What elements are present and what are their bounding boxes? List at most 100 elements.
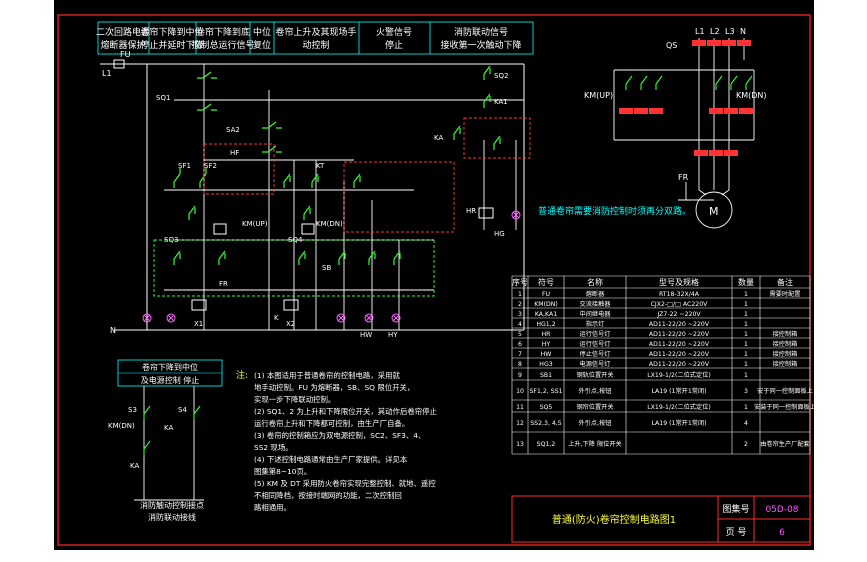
drawing-title: 普通(防火)卷帘控制电路图1 <box>552 513 676 526</box>
table-header-3: 型号及规格 <box>659 277 699 287</box>
header-cell-6-top: 消防联动信号 <box>454 26 508 38</box>
table-cell-r6-c0: 7 <box>518 351 522 358</box>
table-cell-r5-c0: 6 <box>518 341 522 348</box>
header-cell-2-bottom: 控制总运行信号 <box>191 39 254 51</box>
table-header-2: 名称 <box>587 277 603 287</box>
motor-symbol: M <box>709 205 719 218</box>
green-dashed-box <box>153 239 435 297</box>
table-cell-r1-c1: KM(DN) <box>534 301 558 308</box>
label-km-up: KM(UP) <box>242 220 268 228</box>
label-sa2: SA2 <box>226 126 240 134</box>
supply-line-label: L1 <box>102 69 112 78</box>
label-hg: HG <box>494 230 505 238</box>
schematic-svg: 二次回路电源 熔断器保护 卷帘下降到中位 停止并延时下降 卷帘下降到底 控制总运… <box>57 14 814 546</box>
table-header-0: 序号 <box>512 277 528 287</box>
label-fr: FR <box>219 280 228 288</box>
note-line-5: (3) 卷帘的控制箱应为双电源控制，SC2、SF3、4、 <box>254 431 425 440</box>
table-cell-r8-c0: 9 <box>518 372 522 379</box>
table-cell-r12-c1: SQ1,2 <box>537 441 556 448</box>
table-cell-r5-c5: 接控制箱 <box>773 340 798 348</box>
table-cell-r6-c2: 停止信号灯 <box>580 350 611 358</box>
table-header-1: 符号 <box>538 277 554 287</box>
phase-l2: L2 <box>710 27 720 36</box>
note-line-4: 运行卷帘上升和下降都可控制，由生产厂自备。 <box>254 419 409 428</box>
small-box-title-1: 卷帘下降到中位 <box>142 362 198 372</box>
coils <box>191 207 494 311</box>
note-line-9: (5) KM 及 DT 采用防火卷帘实现完整控制、就地、遥控 <box>254 479 436 488</box>
header-cells: 二次回路电源 熔断器保护 卷帘下降到中位 停止并延时下降 卷帘下降到底 控制总运… <box>96 21 534 55</box>
label-hw: HW <box>360 331 372 339</box>
table-cell-r2-c1: KA,KA1 <box>535 311 557 318</box>
header-cell-0-bottom: 熔断器保护 <box>100 39 145 51</box>
table-cell-r3-c1: HG1,2 <box>536 321 555 328</box>
table-cell-r7-c3: AD11-22/20 ~220V <box>649 361 710 368</box>
header-box <box>97 21 534 55</box>
notes-label: 注: <box>236 369 248 381</box>
motor-qs: QS <box>666 41 677 50</box>
atlas-label: 图集号 <box>722 503 749 515</box>
label-x1: X1 <box>194 320 203 328</box>
table-cell-r6-c1: HW <box>541 351 552 358</box>
motor-kmup: KM(UP) <box>584 91 613 100</box>
note-line-7: (4) 下述控制电路通常由生产厂家提供。详见本 <box>254 455 408 464</box>
label-sq3: SQ3 <box>164 236 178 244</box>
table-cell-r0-c5: 需要时配置 <box>770 290 801 298</box>
header-cell-4-top: 卷帘上升及其现场手 <box>275 26 356 38</box>
table-cell-r8-c1: SB1 <box>540 372 552 379</box>
table-cell-r10-c0: 11 <box>516 404 524 411</box>
table-cell-r0-c3: RT18-32X/4A <box>659 291 700 298</box>
label-sb: SB <box>322 264 331 272</box>
label-x2: X2 <box>286 320 295 328</box>
small-box-caption-1: 消防触动控制接点 <box>140 500 204 510</box>
small-label-ka2: KA <box>130 462 139 470</box>
motor-kmdn: KM(DN) <box>736 91 767 100</box>
table-cell-r11-c3: LA19 (1常开1常闭) <box>651 419 706 427</box>
label-hy: HY <box>388 331 398 339</box>
motor-fr: FR <box>678 173 689 182</box>
header-cell-6-bottom: 接收第一次触动下降 <box>440 39 521 51</box>
label-hf: HF <box>230 149 239 157</box>
table-cell-r6-c3: AD11-22/20 ~220V <box>649 351 710 358</box>
page-label: 页 号 <box>726 527 747 538</box>
table-cell-r10-c1: SQ5 <box>540 404 553 411</box>
label-sq2: SQ2 <box>494 72 508 80</box>
header-cell-0-top: 二次回路电源 <box>96 26 150 38</box>
table-cell-r7-c1: HG3 <box>539 361 552 368</box>
small-control-box: 卷帘下降到中位 及电源控制 停止 S3 S4 KM(DN) KA KA 消防触动… <box>108 359 223 522</box>
table-cell-r9-c1: SF1,2, SS1 <box>529 388 562 395</box>
table-cell-r4-c3: AD11-22/20 ~220V <box>649 331 710 338</box>
table-cell-r11-c2: 外引点,按钮 <box>579 419 612 427</box>
drawing-canvas: 二次回路电源 熔断器保护 卷帘下降到中位 停止并延时下降 卷帘下降到底 控制总运… <box>54 0 814 550</box>
table-cell-r5-c4: 1 <box>744 341 748 348</box>
label-sf2: SF2 <box>204 162 217 170</box>
phase-n: N <box>740 27 746 36</box>
table-cell-r8-c3: LX19-1/2(二位式定位) <box>647 371 711 379</box>
label-sq4: SQ4 <box>288 236 303 244</box>
label-sa1: SQ1 <box>156 94 170 102</box>
table-cell-r9-c4: 3 <box>744 388 748 395</box>
note-line-10: 不相同降档，按接时端网的功能，二次控制回 <box>254 491 402 500</box>
table-cell-r12-c0: 13 <box>516 441 524 448</box>
table-cell-r1-c0: 2 <box>518 301 522 308</box>
table-cell-r10-c5: 安装于同一控制面板上 <box>754 403 814 411</box>
contacts <box>173 65 501 265</box>
lamps <box>142 210 521 323</box>
table-cell-r9-c0: 10 <box>516 388 524 395</box>
header-cell-3-top: 中位 <box>253 26 271 38</box>
note-line-3: (2) SQ1、2 为上升和下降限位开关，其动作后卷帘停止 <box>254 407 437 416</box>
table-cell-r7-c2: 电源信号灯 <box>580 360 611 368</box>
table-cell-r7-c4: 1 <box>744 361 748 368</box>
table-cell-r4-c5: 接控制箱 <box>773 330 798 338</box>
label-sf1: SF1 <box>178 162 191 170</box>
table-header-5: 备注 <box>777 277 793 287</box>
table-cell-r7-c5: 接控制箱 <box>773 360 798 368</box>
header-cell-5-top: 火警信号 <box>376 26 412 38</box>
table-cell-r2-c2: 中间继电器 <box>580 310 612 318</box>
table-cell-r4-c1: HR <box>542 331 552 338</box>
table-cell-r1-c2: 交流接触器 <box>580 300 612 308</box>
motor-circuit: L1 L2 L3 N QS KM(UP) KM(DN) FR M <box>584 27 767 229</box>
table-cell-r11-c4: 4 <box>744 420 748 427</box>
dashed-boxes <box>203 117 531 233</box>
table-cell-r5-c2: 运行信号灯 <box>580 340 611 348</box>
